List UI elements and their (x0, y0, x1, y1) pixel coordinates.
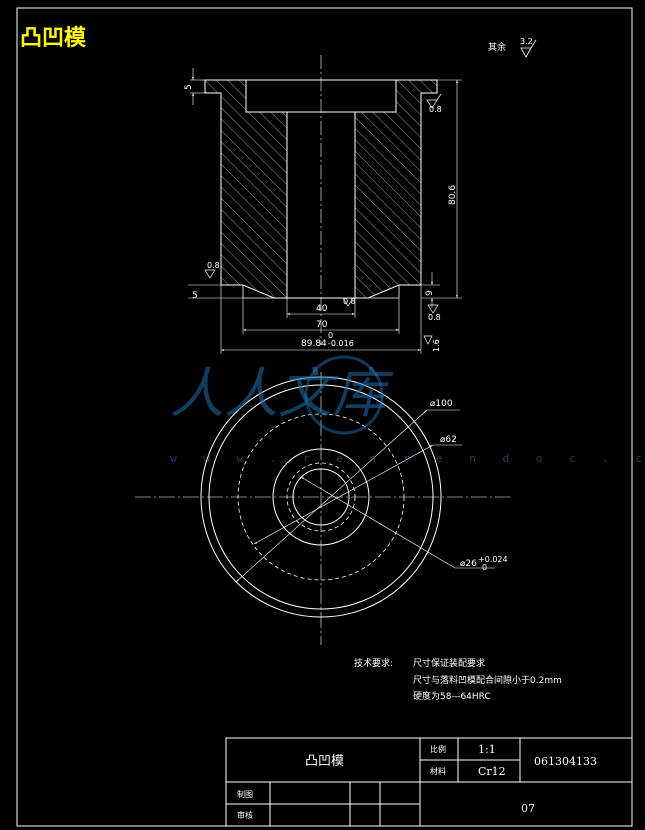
svg-text:0.8: 0.8 (343, 297, 356, 306)
svg-text:0.8: 0.8 (429, 105, 442, 114)
svg-text:89.84: 89.84 (301, 339, 327, 349)
svg-text:尺寸保证装配要求: 尺寸保证装配要求 (413, 657, 485, 669)
svg-text:1.6: 1.6 (432, 339, 441, 352)
svg-text:5: 5 (192, 291, 198, 301)
front-section-view: 5 80.6 5 9 40 70 89.84 0 -0.016 1.6 (184, 55, 462, 354)
svg-text:3.2: 3.2 (520, 37, 533, 46)
general-roughness-note: 其余 3.2 (488, 37, 537, 58)
drawing-title: 凸凹模 (20, 26, 87, 51)
svg-text:⌀26: ⌀26 (460, 559, 477, 569)
watermark: 人人文库 w w w . r e n r e n d o c . c o m (170, 355, 645, 465)
roughness-symbol: 0.8 (342, 297, 356, 307)
svg-text:⌀100: ⌀100 (430, 399, 453, 409)
material-label: 材料 (430, 766, 446, 776)
svg-text:-0.016: -0.016 (328, 339, 354, 348)
svg-text:9: 9 (425, 290, 435, 296)
svg-text:w w w . r e n r e n d o c . c: w w w . r e n r e n d o c . c o m (170, 452, 645, 465)
part-name: 凸凹模 (305, 754, 344, 769)
svg-text:尺寸与落料凹模配合间隙小于0.2mm: 尺寸与落料凹模配合间隙小于0.2mm (413, 674, 562, 686)
material-value: Cr12 (478, 765, 506, 778)
svg-text:40: 40 (316, 304, 328, 314)
scale-value: 1:1 (478, 743, 496, 756)
svg-text:0: 0 (482, 563, 487, 572)
svg-text:0.8: 0.8 (428, 313, 441, 322)
svg-text:技术要求:: 技术要求: (354, 657, 393, 669)
roughness-symbol: 0.8 (204, 261, 220, 279)
drawn-label: 制图 (237, 789, 253, 799)
svg-text:5: 5 (184, 84, 194, 90)
drawing-number: 061304133 (534, 755, 597, 768)
title-block (225, 737, 633, 827)
reviewed-label: 审核 (237, 810, 253, 820)
svg-text:+0.024: +0.024 (478, 555, 508, 564)
svg-text:人人文库: 人人文库 (170, 362, 394, 425)
svg-text:80.6: 80.6 (448, 185, 458, 205)
svg-text:0.8: 0.8 (207, 261, 220, 270)
svg-text:0: 0 (328, 331, 333, 340)
svg-text:硬度为58—64HRC: 硬度为58—64HRC (413, 690, 491, 702)
svg-text:⌀62: ⌀62 (440, 435, 457, 445)
tech-requirements: 技术要求: 尺寸保证装配要求 尺寸与落料凹模配合间隙小于0.2mm 硬度为58—… (354, 657, 562, 702)
svg-text:其余: 其余 (488, 41, 506, 53)
section-right-hatch (354, 79, 438, 299)
roughness-symbol: 0.8 (426, 93, 442, 114)
top-view: ⌀100 ⌀62 ⌀26 +0.024 0 (135, 372, 510, 645)
sheet-number: 07 (521, 802, 535, 815)
scale-label: 比例 (430, 744, 446, 754)
svg-text:70: 70 (316, 320, 328, 330)
roughness-symbol: 0.8 (427, 304, 441, 322)
